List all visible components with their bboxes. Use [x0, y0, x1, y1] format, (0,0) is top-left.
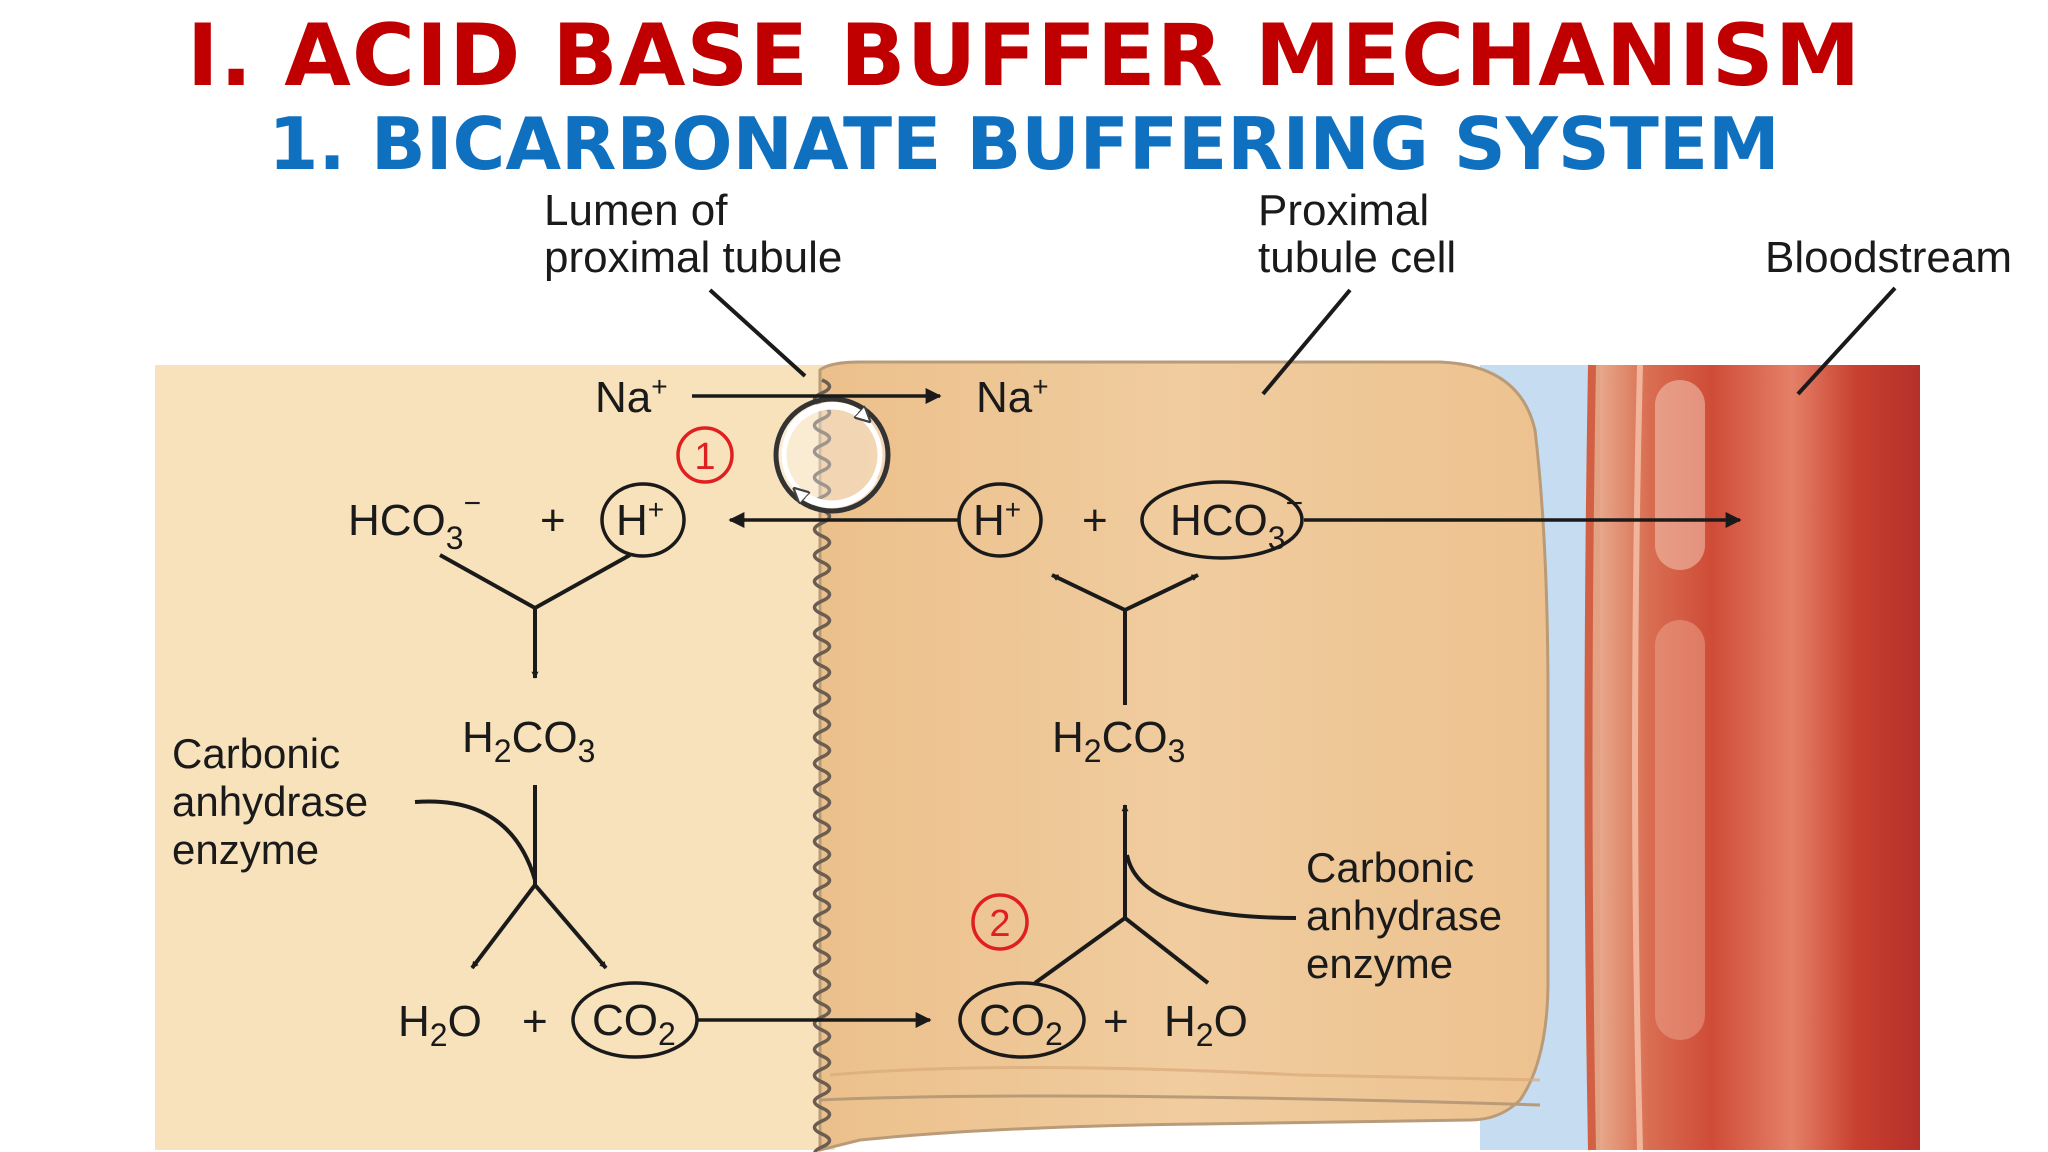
co2-lumen: CO2: [592, 996, 676, 1052]
cell-pointer: [1261, 288, 1352, 396]
plus-4: +: [1103, 997, 1129, 1046]
h-lumen: H+: [616, 494, 664, 545]
page-title: I. ACID BASE BUFFER MECHANISM: [186, 6, 1862, 106]
h2o-cell: H2O: [1164, 997, 1248, 1053]
na-cell: Na+: [976, 371, 1049, 422]
antiporter-icon: [773, 396, 891, 514]
lumen-pointer: [708, 288, 807, 378]
step-marker-2: 2: [989, 903, 1010, 945]
cell-label: Proximal tubule cell: [1258, 186, 1456, 282]
plus-2: +: [1082, 496, 1108, 545]
blood-pointer: [1796, 286, 1897, 396]
plus-1: +: [540, 496, 566, 545]
h2co3-cell: H2CO3: [1052, 713, 1185, 769]
page-subtitle: 1. BICARBONATE BUFFERING SYSTEM: [268, 102, 1780, 186]
tubule-cell: [818, 360, 1550, 1152]
step-marker-1: 1: [694, 436, 715, 478]
co2-cell: CO2: [979, 996, 1063, 1052]
na-lumen: Na+: [595, 371, 668, 422]
enzyme-label-cell: Carbonic anhydrase enzyme: [1306, 844, 1514, 987]
h-cell: H+: [973, 494, 1021, 545]
bloodstream-label: Bloodstream: [1765, 233, 2012, 282]
h2o-lumen: H2O: [398, 997, 482, 1053]
enzyme-label-lumen: Carbonic anhydrase enzyme: [172, 730, 380, 873]
lumen-combine-arrows: [439, 553, 631, 678]
plus-3: +: [522, 997, 548, 1046]
enzyme-pointer-cell: [1125, 854, 1297, 920]
cell-combine-arrows: [1033, 805, 1210, 985]
hco3-lumen: HCO3−: [348, 487, 481, 556]
lumen-label: Lumen of proximal tubule: [544, 186, 842, 282]
blood-vessel: [1584, 364, 1920, 1151]
hco3-cell: HCO3−: [1170, 487, 1303, 556]
enzyme-pointer-lumen: [414, 799, 537, 881]
h2co3-lumen: H2CO3: [462, 713, 595, 769]
